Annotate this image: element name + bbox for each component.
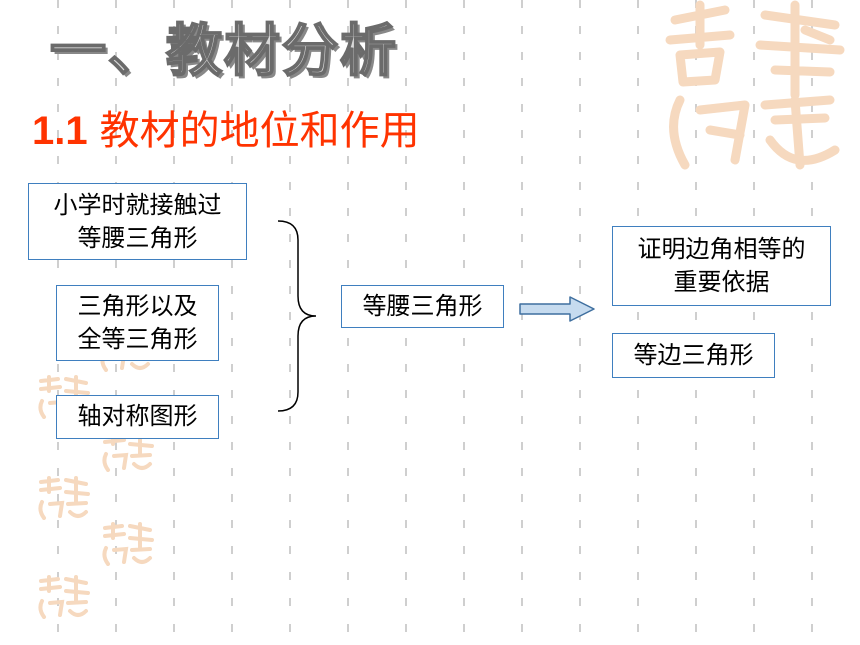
subheading-text: 教材的地位和作用 [99,108,420,154]
small-seal-icon [38,575,90,619]
small-seal-icon [102,522,154,566]
box-line: 重要依据 [673,268,770,296]
box-axial-symmetry: 轴对称图形 [56,395,219,439]
box-line: 证明边角相等的 [637,235,806,263]
box-line: 等腰三角形 [77,224,198,252]
box-equilateral-triangle: 等边三角形 [612,333,775,378]
box-line: 小学时就接触过 [53,191,222,219]
box-line: 三角形以及 [77,292,198,320]
box-line: 全等三角形 [77,325,198,353]
box-isosceles-triangle: 等腰三角形 [341,285,504,328]
box-line: 等腰三角形 [362,292,483,320]
right-brace-icon [277,220,317,412]
right-arrow-icon [519,296,595,322]
box-congruent-triangles: 三角形以及 全等三角形 [56,285,219,361]
auspicious-seal-icon [665,0,845,170]
box-proof-basis: 证明边角相等的 重要依据 [612,226,831,306]
slide-heading: 一、教材分析 [49,18,398,85]
box-line: 等边三角形 [633,341,754,369]
box-line: 轴对称图形 [77,402,198,430]
box-prior-knowledge: 小学时就接触过 等腰三角形 [28,183,247,260]
subheading-number: 1.1 [32,109,88,153]
small-seal-icon [38,476,90,520]
